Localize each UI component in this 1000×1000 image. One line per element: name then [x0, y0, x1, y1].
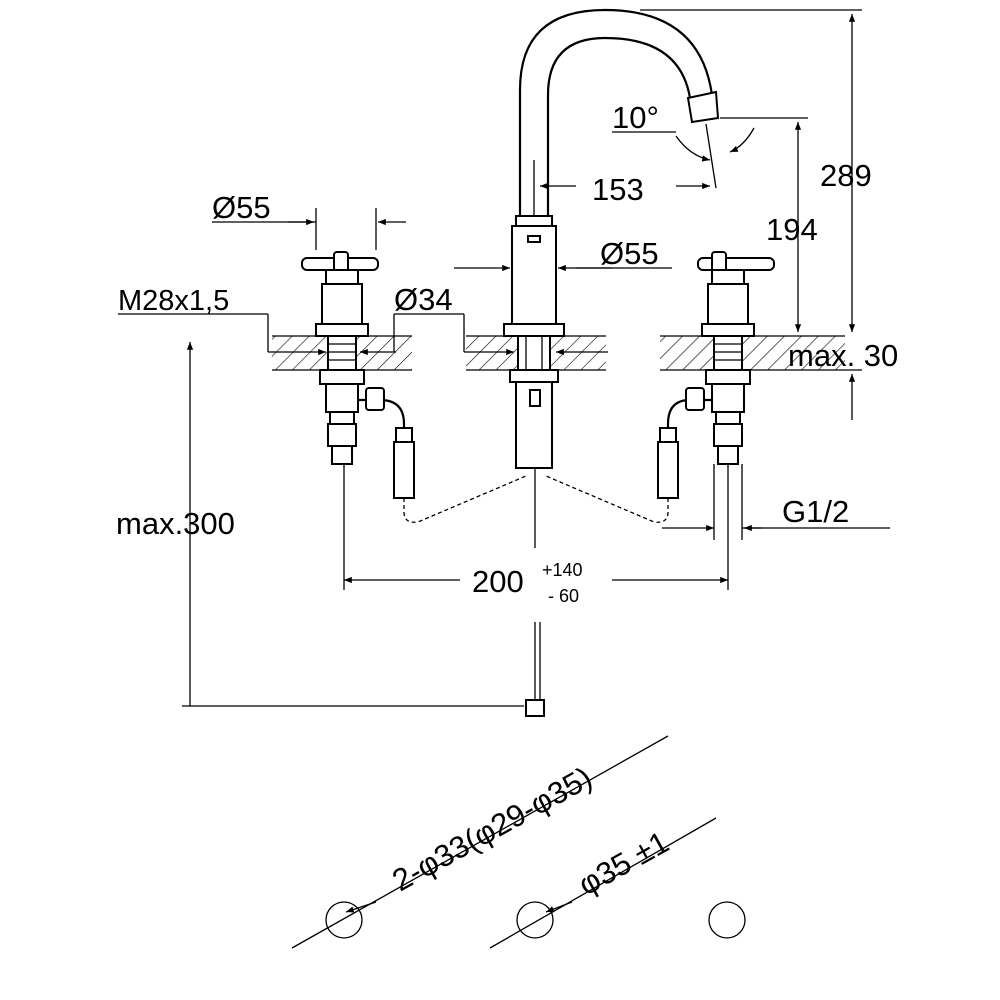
spout-reach-label: 153 [592, 172, 644, 207]
dimensions [118, 9, 890, 949]
spread-plus-tolerance: +140 [542, 560, 583, 580]
right-handle-valve [657, 251, 775, 590]
below-deck-label: max.300 [116, 506, 235, 541]
left-hole [325, 901, 363, 939]
center-hole [516, 901, 554, 939]
deck-thickness-label: max. 30 [788, 338, 898, 373]
deck-section [272, 335, 845, 371]
mounting-holes [325, 901, 746, 939]
connection-label: G1/2 [782, 494, 849, 529]
hoses [403, 475, 669, 523]
right-hole [708, 901, 746, 939]
spread-minus-tolerance: - 60 [548, 586, 579, 606]
spout [503, 8, 720, 717]
handle-diameter-label: Ø55 [212, 190, 271, 225]
spout-base-diameter-label: Ø55 [600, 236, 659, 271]
total-height-label: 289 [820, 158, 872, 193]
spout-height-label: 194 [766, 212, 818, 247]
spread-label: 200 [472, 564, 524, 599]
hole-size-label: Ø34 [394, 282, 453, 317]
left-handle-valve [301, 251, 415, 590]
thread-label: M28x1,5 [118, 285, 229, 317]
angle-label: 10° [612, 100, 659, 135]
center-hole-label: φ35 ±1 [572, 824, 674, 902]
side-holes-label: 2-φ33(φ29-φ35) [386, 760, 597, 898]
